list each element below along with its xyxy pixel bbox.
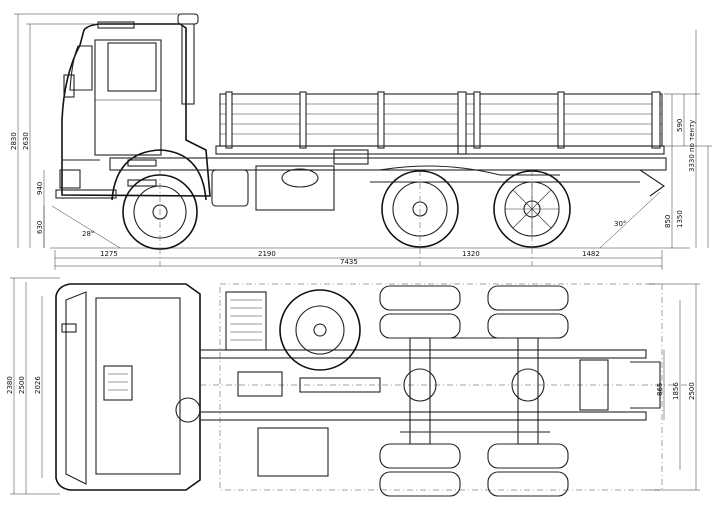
- tire-mr-2: [379, 471, 461, 497]
- dim-wheelbase-rear: 1320: [462, 250, 480, 258]
- stake-1: [225, 91, 233, 149]
- dim-body-width: 2500: [688, 382, 696, 400]
- propshaft-top: [299, 377, 381, 393]
- rear-axle: [517, 337, 539, 445]
- frame-rail-left: [199, 349, 647, 359]
- middle-differential: [403, 368, 437, 402]
- cab-side-window: [107, 42, 157, 92]
- stake-rear: [651, 91, 661, 149]
- dim-cab-height-inner: 2630: [22, 132, 30, 150]
- mirror-left-top: [61, 323, 77, 333]
- rear-bogie-top: [379, 285, 569, 497]
- front-bumper: [55, 189, 117, 199]
- length-dimensions: 1275 2190 1320 1482 7435: [54, 250, 663, 270]
- cab-top: [55, 283, 201, 491]
- dim-cab-width: 2026: [34, 376, 42, 394]
- frame-top: [199, 291, 690, 477]
- tire-rl-1: [487, 285, 569, 311]
- dim-bumper-height: 940: [36, 182, 44, 195]
- dim-frame-width: 865: [656, 383, 664, 396]
- cab-windshield-top: [65, 291, 87, 485]
- gearbox-top: [237, 371, 283, 397]
- air-intake-pipe: [181, 23, 195, 105]
- rear-crossmember: [579, 359, 609, 411]
- frame-rail: [109, 157, 667, 171]
- stake-5: [473, 91, 481, 149]
- middle-axle: [409, 337, 431, 445]
- dim-frame-height: 850: [664, 215, 672, 228]
- platform-side-board: [219, 93, 663, 147]
- spare-wheel-top: [279, 289, 361, 371]
- cab-step-lower: [127, 179, 157, 187]
- chassis-side: [51, 149, 667, 249]
- dim-platform-height: 1350: [676, 210, 684, 228]
- spare-rim: [295, 305, 345, 355]
- fuel-tank-side: [211, 169, 249, 207]
- dim-ground-clearance: 630: [36, 221, 44, 234]
- stake-6: [557, 91, 565, 149]
- dim-wheelbase-front: 2190: [258, 250, 276, 258]
- left-height-dimensions: 2830 2630 940 630 28°: [10, 13, 180, 248]
- stake-2: [299, 91, 307, 149]
- spare-hub: [313, 323, 327, 337]
- frame-rail-right: [199, 411, 647, 421]
- dim-track-rear: 1856: [672, 382, 680, 400]
- tire-rl-2: [487, 313, 569, 339]
- tire-rr-1: [487, 443, 569, 469]
- tire-ml-1: [379, 285, 461, 311]
- dim-track-front: 2500: [18, 376, 26, 394]
- dim-overall-width-left: 2380: [6, 376, 14, 394]
- departure-angle-line: [599, 191, 661, 249]
- spare-tire: [279, 289, 361, 371]
- right-width-dimensions: 865 1856 2500: [646, 283, 700, 491]
- cab-door: [94, 39, 162, 156]
- dim-cab-height: 2830: [10, 132, 18, 150]
- tire-ml-2: [379, 313, 461, 339]
- dim-overall-length: 7435: [340, 258, 358, 266]
- rear-spring: [379, 165, 560, 176]
- cab-top-outline: [55, 283, 201, 491]
- cab-roof: [95, 297, 181, 475]
- tire-rr-2: [487, 471, 569, 497]
- rear-differential: [511, 368, 545, 402]
- dim-height-with-tent: 3330 по тенту: [688, 120, 696, 172]
- front-fender: [111, 149, 207, 201]
- left-width-dimensions: 2380 2500 2026: [6, 277, 60, 495]
- radiator-grille-top: [225, 291, 267, 351]
- battery-box: [255, 165, 335, 211]
- rear-hitch: [639, 169, 665, 197]
- approach-angle-line: [51, 205, 121, 249]
- cab-windshield-side: [69, 45, 93, 91]
- cab-side: [55, 13, 211, 201]
- top-view: 2380 2500 2026 865 1856 2500: [6, 277, 700, 497]
- air-intake-top: [175, 397, 201, 423]
- headlight: [59, 169, 81, 189]
- dim-front-overhang: 1275: [100, 250, 118, 258]
- dim-rear-overhang: 1482: [582, 250, 600, 258]
- tire-mr-1: [379, 443, 461, 469]
- platform-floor-beam: [215, 145, 665, 155]
- platform-outline-top: [219, 283, 663, 491]
- dim-platform-side: 590: [676, 119, 684, 132]
- cab-body-outline: [61, 23, 211, 197]
- departure-angle-label: 30°: [614, 220, 626, 228]
- air-tank: [281, 168, 319, 188]
- right-height-dimensions: 590 3330 по тенту 1350 850 30°: [614, 30, 712, 248]
- side-mirror: [63, 74, 75, 98]
- rear-hitch-top: [630, 361, 661, 409]
- approach-angle-label: 28°: [82, 230, 94, 238]
- side-view: 1275 2190 1320 1482 7435 2830 2630 940 6…: [10, 13, 712, 270]
- cargo-platform-side: [215, 91, 665, 155]
- fuel-tank-top: [257, 427, 329, 477]
- toolbox: [333, 149, 369, 165]
- cab-roof-light: [97, 21, 135, 29]
- stake-4: [457, 91, 467, 155]
- air-intake-cap: [177, 13, 199, 25]
- roof-hatch: [103, 365, 133, 401]
- cab-step-upper: [127, 159, 157, 167]
- stake-3: [377, 91, 385, 149]
